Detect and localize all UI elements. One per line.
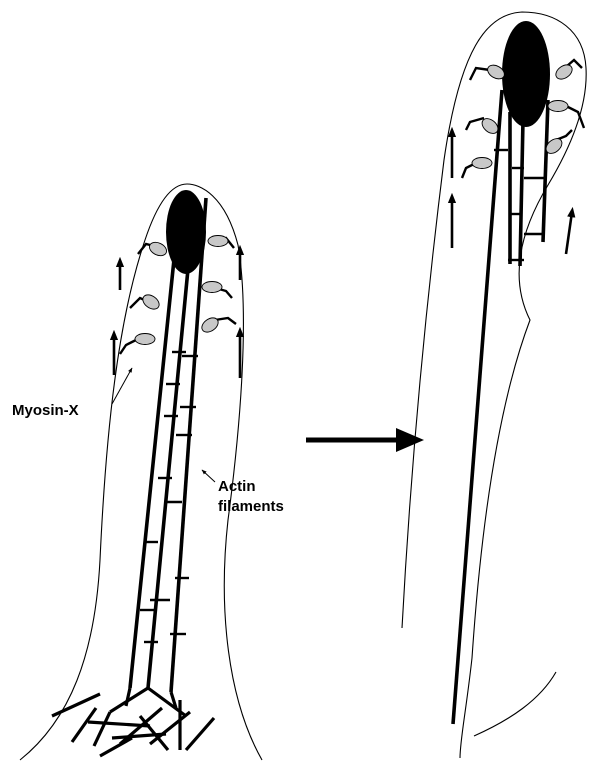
actin-leader-line: [202, 470, 215, 482]
right-membrane-edge-fragment: [474, 672, 556, 736]
progression-arrow: [306, 428, 424, 452]
actin-label-line2: filaments: [218, 498, 284, 515]
right-tip-complex: [502, 21, 550, 127]
left-membrane-outline: [20, 184, 262, 760]
right-actin-filament-long: [453, 90, 502, 724]
right-filopodium: [402, 12, 586, 758]
actin-label-line1: Actin: [218, 478, 256, 495]
left-branched-actin-network: [52, 688, 214, 756]
left-filopodium: Myosin-X Actin filaments: [12, 184, 284, 760]
right-actin-filament-inner: [543, 100, 548, 242]
arrow-up-icon: [566, 212, 572, 254]
myosin-label: Myosin-X: [12, 402, 79, 419]
